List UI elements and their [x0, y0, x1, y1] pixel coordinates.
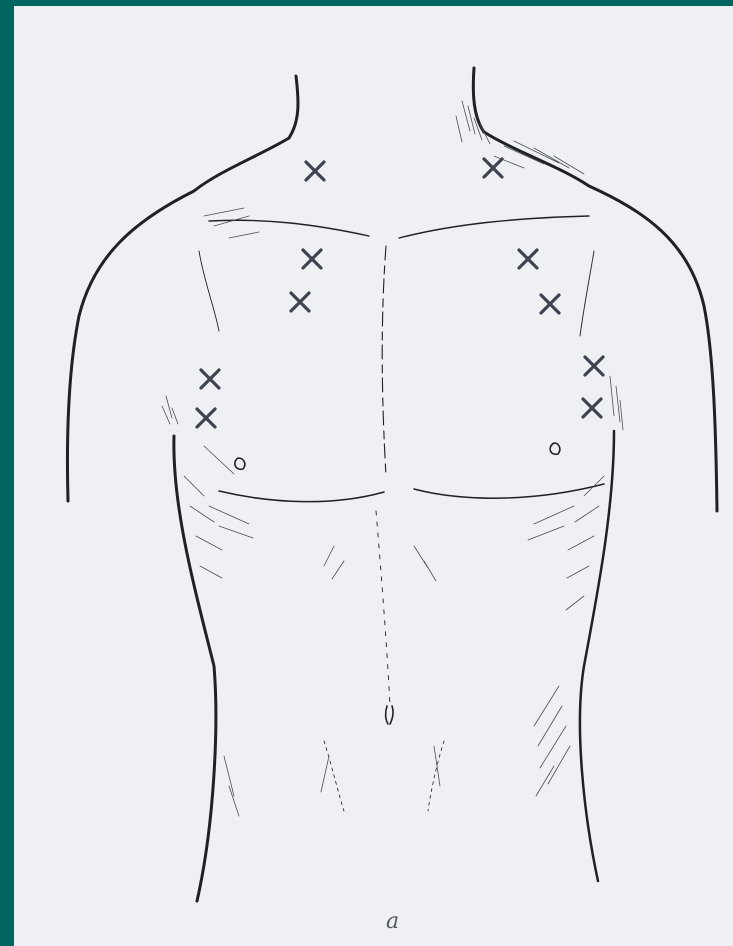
- neck-outline-left: [473, 68, 484, 132]
- marker-axillary-right-lower: [197, 409, 215, 427]
- figure-caption: a: [386, 909, 399, 934]
- hatch-flank-left: [534, 686, 570, 796]
- hatch-shoulder-right: [204, 208, 259, 238]
- marker-supraclavicular-right: [306, 162, 324, 180]
- pectoral-border-left: [414, 484, 604, 498]
- deltoid-line-right: [199, 251, 219, 331]
- trunk-outline-right: [174, 436, 216, 901]
- hatch-trunk-right: [184, 446, 253, 578]
- marker-axillary-right-upper: [201, 370, 219, 388]
- trunk-outline-left: [580, 431, 614, 881]
- hatch-axilla-left: [610, 376, 623, 430]
- marker-subclavian-right-lower: [291, 293, 309, 311]
- marker-axillary-left-lower: [583, 399, 601, 417]
- clavicle-left: [399, 216, 589, 238]
- marker-supraclavicular-left: [484, 159, 502, 177]
- marker-axillary-left-upper: [585, 357, 603, 375]
- marker-group: [197, 159, 603, 427]
- marker-subclavian-left-lower: [541, 295, 559, 313]
- hatch-abdomen: [321, 546, 440, 792]
- nipple-left: [550, 443, 560, 454]
- umbilicus: [386, 706, 393, 724]
- torso-diagram: [14, 6, 733, 946]
- shoulder-outline-left: [484, 132, 717, 511]
- hatch-flank-right: [224, 756, 239, 816]
- nipple-right: [235, 458, 245, 469]
- rectus-line-right: [324, 741, 344, 811]
- hatch-axilla-right: [162, 396, 178, 424]
- marker-subclavian-left-upper: [519, 250, 537, 268]
- neck-outline-right: [289, 76, 298, 138]
- clavicle-right: [209, 220, 369, 236]
- shoulder-outline-right: [67, 138, 289, 501]
- rectus-line-left: [428, 741, 444, 811]
- hatch-neck-left: [456, 101, 490, 144]
- pectoral-border-right: [219, 491, 384, 502]
- marker-subclavian-right-upper: [303, 250, 321, 268]
- paper-background: a: [14, 6, 733, 946]
- deltoid-line-left: [580, 251, 594, 336]
- linea-alba: [376, 511, 390, 706]
- sternal-line: [382, 246, 386, 476]
